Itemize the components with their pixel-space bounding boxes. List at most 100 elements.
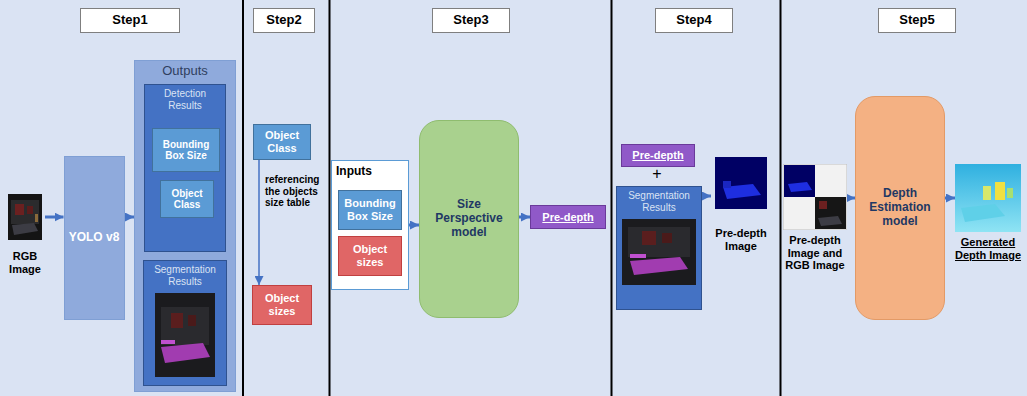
- step-header: Step4: [655, 8, 733, 33]
- separator-line: [611, 0, 613, 396]
- photo-bed: [818, 216, 842, 226]
- node-text: Object sizes: [256, 292, 308, 317]
- photo-painting: [27, 206, 33, 214]
- depth-object: [1007, 188, 1013, 198]
- flow-arrow: [847, 197, 855, 200]
- model-box: Depth Estimation model: [855, 96, 945, 320]
- photo-wall: [628, 227, 690, 257]
- segmentation-image: [155, 293, 215, 377]
- photo-lamp: [35, 214, 38, 222]
- depth-bed: [723, 181, 731, 188]
- node-text: Depth Estimation model: [859, 187, 941, 228]
- photo-painting: [15, 204, 24, 215]
- photo-painting: [819, 201, 827, 209]
- output-box: Object Class: [160, 180, 214, 218]
- result-box: Detection ResultsBounding Box SizeObject…: [144, 84, 226, 252]
- flow-arrow: [125, 216, 135, 219]
- input-box: Bounding Box Size: [338, 190, 402, 230]
- photo-wall: [161, 307, 209, 345]
- photo-painting: [642, 231, 656, 245]
- photo-ground: [8, 194, 42, 240]
- step-header: Step3: [432, 8, 510, 33]
- node-text: Detection Results: [148, 88, 222, 111]
- node-text: Outputs: [162, 64, 208, 79]
- node-text: RGB Image: [5, 250, 45, 275]
- photo-wall: [11, 200, 39, 224]
- separator-line: [242, 0, 244, 396]
- bed-mask: [161, 343, 210, 363]
- node-text: Bounding Box Size: [156, 139, 216, 162]
- plus-sign: +: [649, 165, 665, 183]
- flow-arrow: [519, 216, 530, 219]
- group-panel: OutputsDetection ResultsBounding Box Siz…: [134, 60, 236, 392]
- data-box: Pre-depth: [621, 144, 695, 167]
- photo-ground: [622, 219, 696, 285]
- depth-ground: [715, 157, 767, 209]
- node-text: Step2: [266, 13, 301, 28]
- class-box: Object Class: [253, 124, 311, 160]
- step-header: Step5: [878, 8, 956, 33]
- flow-arrow: [258, 160, 260, 285]
- depth-object: [983, 186, 991, 200]
- output-box: Bounding Box Size: [152, 128, 220, 172]
- generated-depth-image: [955, 164, 1021, 232]
- input-box: Object sizes: [338, 236, 402, 276]
- node-text: Object Class: [257, 129, 307, 154]
- flow-arrow: [945, 197, 955, 200]
- node-text: Object sizes: [342, 243, 398, 268]
- segmentation-image: [622, 219, 696, 285]
- mask-tag: [161, 340, 175, 344]
- node-text: Pre-depth Image: [711, 227, 771, 252]
- node-text: Bounding Box Size: [342, 197, 398, 222]
- node-text: Generated Depth Image: [955, 236, 1021, 261]
- node-text: Object Class: [164, 188, 210, 211]
- rgb-photo: [8, 194, 42, 240]
- photo-ground: [155, 293, 215, 377]
- node-text: Step3: [453, 13, 488, 28]
- node-text: Step5: [899, 13, 934, 28]
- step-header: Step2: [253, 8, 315, 33]
- model-box: Size Perspective model: [419, 120, 519, 318]
- node-text: Segmentation Results: [620, 190, 698, 213]
- inputs-panel: InputsBounding Box SizeObject sizes: [331, 160, 409, 290]
- photo-painting: [171, 313, 183, 328]
- flow-arrow: [45, 216, 64, 219]
- rgb-quadrant: [815, 197, 846, 229]
- image-with-caption: Pre-depth Image: [711, 157, 771, 252]
- combined-input-image: [783, 164, 847, 230]
- depth-object: [995, 182, 1005, 200]
- node-text: Pre-depth Image and RGB Image: [783, 234, 847, 272]
- data-box: Pre-depth: [530, 205, 606, 229]
- depth-bed: [788, 182, 812, 192]
- depth-quadrant: [784, 165, 815, 197]
- separator-line: [780, 0, 782, 396]
- image-with-caption: Generated Depth Image: [955, 164, 1021, 261]
- flow-arrow: [409, 224, 419, 227]
- photo-bed: [12, 223, 38, 235]
- bed-mask: [630, 257, 688, 275]
- size-box: Object sizes: [252, 285, 312, 325]
- pre-depth-image: [715, 157, 767, 209]
- node-text: Segmentation Results: [147, 264, 223, 287]
- node-text: Pre-depth: [632, 149, 683, 162]
- node-text: YOLO v8: [69, 231, 120, 245]
- edge-label: referencing the objects size table: [265, 174, 325, 209]
- result-box: Segmentation Results: [143, 260, 227, 386]
- image-with-caption: Pre-depth Image and RGB Image: [783, 164, 847, 272]
- flow-arrow: [702, 195, 711, 198]
- step-header: Step1: [80, 8, 180, 33]
- node-text: Size Perspective model: [423, 198, 515, 239]
- depth-bed: [961, 204, 1005, 222]
- mask-tag: [630, 254, 646, 258]
- depth-ground: [955, 164, 1021, 232]
- node-text: Inputs: [336, 165, 372, 179]
- combined-ground: [783, 164, 847, 230]
- photo-painting: [188, 315, 196, 326]
- node-text: Step1: [112, 13, 147, 28]
- node-text: Pre-depth: [542, 211, 593, 224]
- result-box: Segmentation Results: [616, 186, 702, 310]
- photo-painting: [662, 233, 672, 243]
- image-with-caption: RGB Image: [5, 194, 45, 275]
- node-text: Step4: [676, 13, 711, 28]
- model-box: YOLO v8: [64, 156, 125, 320]
